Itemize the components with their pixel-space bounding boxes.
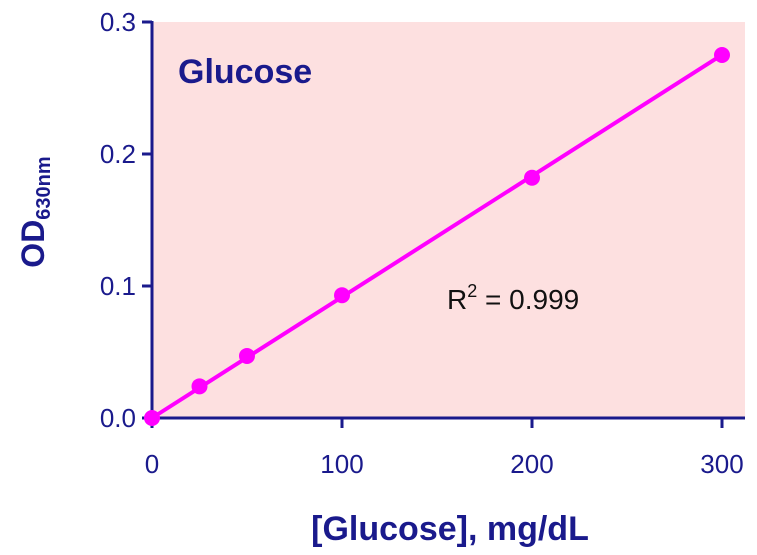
y-axis-title-subscript: 630nm bbox=[33, 156, 55, 219]
r-squared-value: = 0.999 bbox=[477, 284, 579, 315]
x-tick-label: 0 bbox=[145, 449, 159, 479]
r-squared-superscript: 2 bbox=[467, 281, 477, 301]
chart-title: Glucose bbox=[178, 53, 312, 91]
x-tick-label: 100 bbox=[320, 449, 363, 479]
y-tick-label: 0.0 bbox=[100, 403, 136, 433]
y-axis-title-main: OD bbox=[15, 220, 51, 268]
x-axis-title: [Glucose], mg/dL bbox=[311, 510, 589, 548]
data-point bbox=[191, 378, 208, 395]
r-symbol: R bbox=[447, 284, 467, 315]
y-tick-label: 0.3 bbox=[100, 7, 136, 37]
axes bbox=[150, 21, 745, 420]
x-tick-label: 200 bbox=[510, 449, 553, 479]
data-point bbox=[144, 410, 160, 426]
x-tick-label: 300 bbox=[700, 449, 743, 479]
series-layer bbox=[144, 47, 730, 426]
y-tick-label: 0.1 bbox=[100, 271, 136, 301]
y-axis-title: OD630nm bbox=[15, 156, 55, 267]
data-point bbox=[524, 169, 540, 186]
data-point bbox=[239, 347, 255, 364]
ticks: 0.0 0.1 0.2 0.3 0 100 200 300 bbox=[100, 7, 744, 479]
data-point bbox=[714, 47, 730, 63]
data-point bbox=[334, 287, 350, 304]
r-squared-annotation: R2 = 0.999 bbox=[447, 281, 579, 315]
y-tick-label: 0.2 bbox=[100, 139, 136, 169]
